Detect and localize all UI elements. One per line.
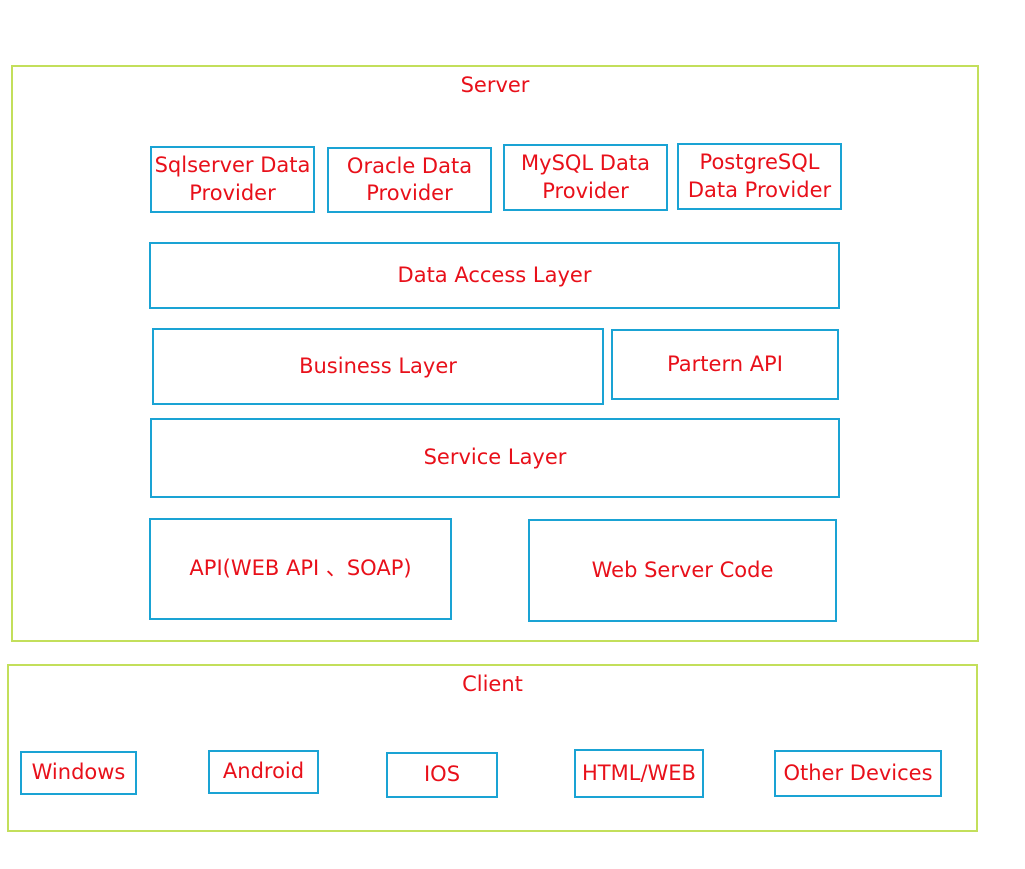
server-container: Server (11, 65, 979, 642)
client-ios-box: IOS (386, 752, 498, 798)
service-layer-box: Service Layer (150, 418, 840, 498)
mysql-data-provider-box: MySQL Data Provider (503, 144, 668, 211)
business-layer-box: Business Layer (152, 328, 604, 405)
web-server-code-box: Web Server Code (528, 519, 837, 622)
client-html-web-box: HTML/WEB (574, 749, 704, 798)
client-windows-box: Windows (20, 751, 137, 795)
data-access-layer-box: Data Access Layer (149, 242, 840, 309)
api-box: API(WEB API 、SOAP) (149, 518, 452, 620)
server-title: Server (460, 73, 530, 97)
partern-api-box: Partern API (611, 329, 839, 400)
sqlserver-data-provider-box: Sqlserver Data Provider (150, 146, 315, 213)
client-container: Client (7, 664, 978, 832)
client-android-box: Android (208, 750, 319, 794)
oracle-data-provider-box: Oracle Data Provider (327, 147, 492, 213)
postgresql-data-provider-box: PostgreSQL Data Provider (677, 143, 842, 210)
client-title: Client (462, 672, 523, 696)
client-other-devices-box: Other Devices (774, 750, 942, 797)
